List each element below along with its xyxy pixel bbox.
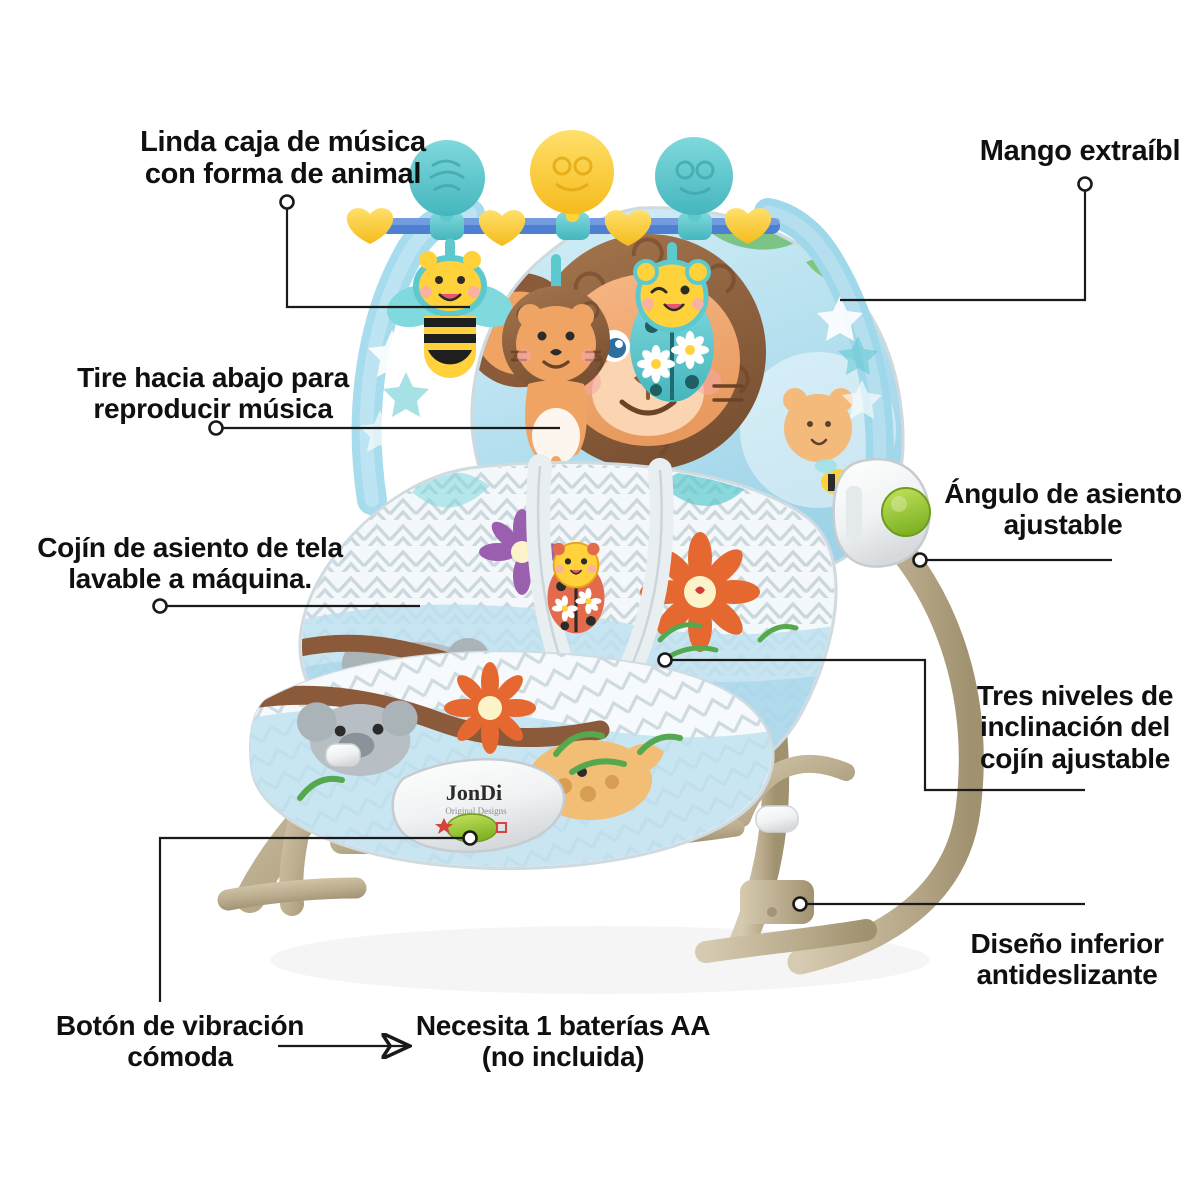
callout-non-slip: Diseño inferior antideslizante (970, 928, 1164, 991)
callout-seat-angle: Ángulo de asiento ajustable (944, 478, 1182, 541)
leader-dot-cushion (152, 598, 168, 614)
callout-washable-cushion: Cojín de asiento de tela lavable a máqui… (37, 532, 343, 595)
callout-removable-handle: Mango extraíbl (979, 135, 1181, 167)
callout-music-box: Linda caja de música con forma de animal (140, 126, 426, 191)
callout-pull-down-music: Tire hacia abajo para reproducir música (77, 362, 349, 425)
callout-recline-levels: Tres niveles de inclinación del cojín aj… (976, 680, 1174, 774)
leader-dot-nonslip (792, 896, 808, 912)
leader-vibration (158, 836, 470, 1002)
leader-dot-recline (657, 652, 673, 668)
leader-dot-vibration (462, 830, 478, 846)
leader-dot-pull-music (208, 420, 224, 436)
brand-name-mark: JonDi (446, 780, 502, 805)
callout-battery-requirement: Necesita 1 baterías AA (no incluida) (415, 1010, 711, 1073)
leader-recline (665, 658, 1085, 792)
leader-handle (840, 184, 1087, 302)
leader-music-box (285, 202, 470, 309)
brand-tagline-mark: Original Designs (445, 806, 507, 816)
leader-dot-seat-angle (912, 552, 928, 568)
leader-dot-music-box (279, 194, 295, 210)
callout-vibration-button: Botón de vibración cómoda (55, 1010, 305, 1073)
leader-dot-handle (1077, 176, 1093, 192)
